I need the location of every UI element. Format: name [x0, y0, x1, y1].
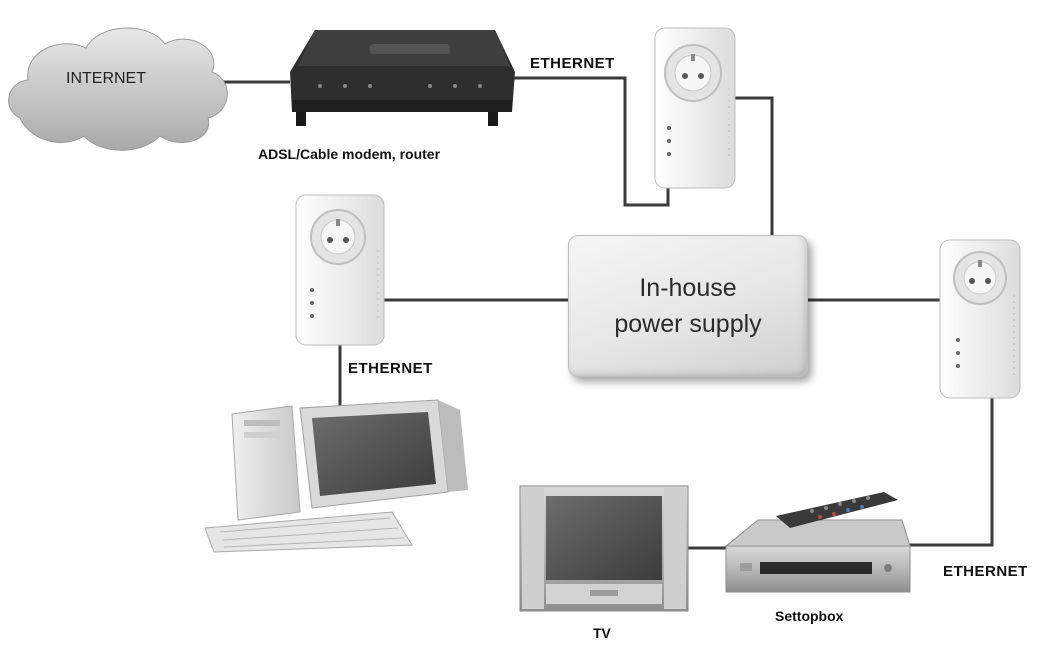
powerline-adapter-left: [295, 194, 385, 346]
settopbox-label: Settopbox: [775, 608, 844, 624]
wire-modem-adapter-top: [512, 76, 670, 207]
powerline-adapter-top: [654, 27, 736, 189]
power-supply-label: In-house power supply: [614, 274, 762, 338]
modem-router-device: [290, 30, 515, 126]
ethernet-label-right: ETHERNET: [943, 563, 1028, 580]
internet-label: INTERNET: [66, 70, 146, 87]
modem-label: ADSL/Cable modem, router: [258, 146, 441, 162]
tv-label: TV: [593, 625, 611, 641]
internet-cloud: [8, 27, 228, 151]
tv-set: [519, 485, 689, 612]
wire-adapter-top-power: [735, 96, 774, 238]
ethernet-label-top: ETHERNET: [530, 55, 615, 72]
wire-adapter-right-settopbox: [905, 390, 994, 547]
wires: [222, 76, 994, 550]
powerline-adapter-right: [939, 239, 1021, 399]
settop-box: [724, 492, 911, 593]
ethernet-label-left: ETHERNET: [348, 360, 433, 377]
in-house-power-supply-box: In-house power supply: [568, 235, 808, 377]
desktop-computer: [204, 399, 468, 553]
